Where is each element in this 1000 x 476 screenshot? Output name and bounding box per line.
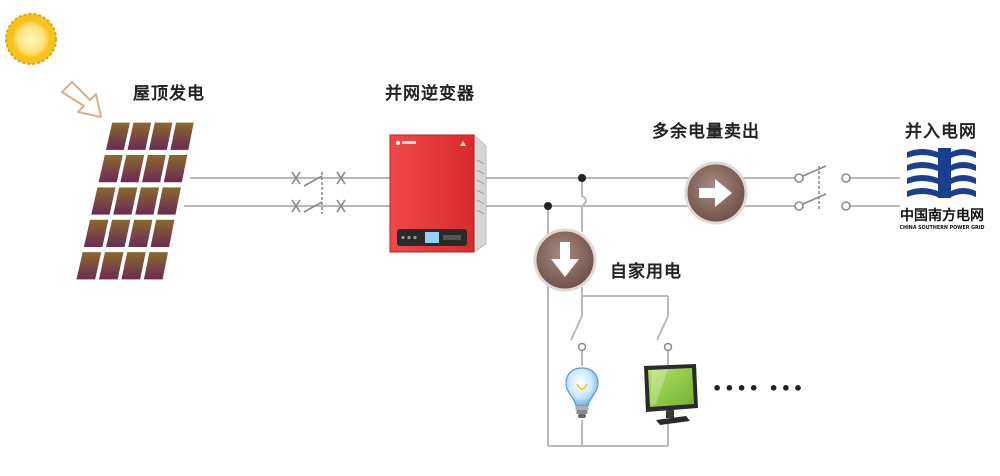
wiring [184, 177, 900, 447]
load-terminals [577, 342, 673, 352]
grid-logo-en-name: CHINA SOUTHERN POWER GRID [899, 225, 984, 231]
solar-cell [112, 186, 139, 216]
label-grid-connection: 并入电网 [905, 122, 977, 142]
monitor-icon [644, 364, 698, 425]
solar-cell [75, 251, 102, 281]
solar-cell [156, 186, 182, 216]
grid-disconnect-switch [794, 165, 851, 211]
more-loads-ellipsis: •••• ••• [712, 379, 806, 398]
solar-cell [98, 251, 125, 281]
solar-cell [141, 154, 167, 183]
solar-cell [119, 154, 145, 183]
solar-cell [143, 251, 169, 281]
solar-cell [105, 121, 131, 151]
solar-cell [105, 219, 132, 248]
label-grid-inverter: 并网逆变器 [385, 84, 475, 104]
grid-inverter [389, 133, 487, 253]
solar-cell [90, 186, 117, 216]
grid-logo-cn-name: 中国南方电网 [900, 207, 984, 224]
arrow-down-icon [533, 228, 597, 292]
solar-panel [75, 121, 195, 281]
solar-cell [97, 154, 124, 183]
grid-company-logo [907, 148, 976, 198]
solar-cell [126, 121, 152, 151]
solar-cell [163, 154, 189, 183]
solar-cell [148, 121, 174, 151]
solar-cell [169, 121, 195, 151]
label-rooftop-pv: 屋顶发电 [133, 84, 205, 104]
label-surplus-sold: 多余电量卖出 [652, 122, 760, 142]
solar-cell [120, 251, 147, 281]
arrow-right-icon [684, 161, 748, 225]
brand-logo-icon [396, 141, 400, 145]
light-bulb-icon [565, 367, 599, 418]
sun-icon [5, 13, 57, 65]
arrow-down-right-icon [61, 81, 102, 118]
solar-cell [127, 219, 154, 248]
junction-dots [544, 174, 586, 210]
dc-breaker [291, 171, 346, 214]
solar-cell [83, 219, 110, 248]
solar-cell [134, 186, 160, 216]
label-self-use: 自家用电 [610, 262, 682, 282]
solar-cell [149, 219, 176, 248]
